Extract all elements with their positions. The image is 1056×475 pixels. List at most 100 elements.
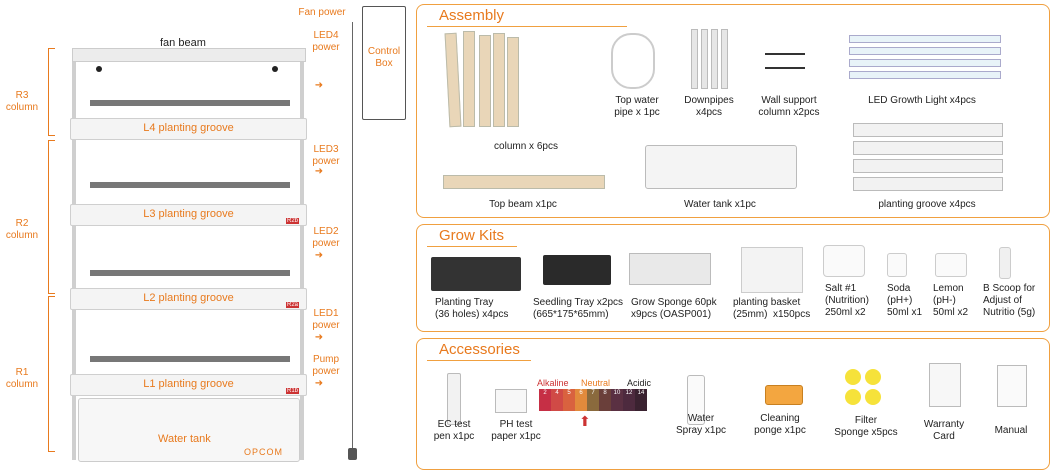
cleaning-caption: Cleaning ponge x1pc — [754, 413, 806, 436]
ph-swatch: 8 — [599, 389, 611, 411]
r1-column-label: R1 column — [5, 367, 39, 390]
rack-post-left — [72, 50, 76, 460]
power-plug-icon — [348, 448, 357, 460]
grow-kits-title-rule — [427, 246, 517, 247]
water-tank — [78, 398, 300, 462]
downpipes-caption: Downpipes x4pcs — [684, 95, 734, 118]
planting-groove-l1: L1 planting groove — [70, 374, 307, 396]
top-beam-image — [443, 175, 605, 189]
r2-bracket — [48, 140, 55, 294]
fan-beam — [72, 48, 306, 62]
filter-caption: Filter Sponge x5pcs — [834, 415, 898, 438]
groove-tag-l1: R1b — [286, 388, 300, 394]
led-bar-l2 — [90, 270, 290, 276]
ph-swatch: 2 — [539, 389, 551, 411]
ec-test-caption: EC test pen x1pc — [433, 419, 475, 442]
led-bar-l1 — [90, 356, 290, 362]
control-box-label: Control Box — [367, 46, 401, 69]
assembly-title-rule — [427, 26, 627, 27]
soda-caption: Soda (pH+) 50ml x1 — [887, 283, 923, 318]
power-cable — [352, 22, 353, 452]
r3-bracket — [48, 48, 55, 136]
led-light-image — [849, 35, 1001, 79]
planting-groove-caption: planting groove x4pcs — [878, 199, 976, 210]
pump-power-label: Pump power — [312, 354, 340, 377]
planting-groove-l3: L3 planting groove — [70, 204, 307, 226]
seedling-tray-image — [543, 255, 611, 285]
r1-bracket — [48, 296, 55, 452]
manual-caption: Manual — [994, 425, 1028, 436]
r2-column-label: R2 column — [5, 218, 39, 241]
arrow-right-icon: ➜ — [314, 166, 324, 177]
planting-groove-l3-label: L3 planting groove — [143, 208, 234, 220]
led-bar-l4 — [90, 100, 290, 106]
planting-tray-image — [431, 257, 521, 291]
brand-logo: OPCOM — [244, 447, 284, 457]
warranty-card-image — [929, 363, 961, 407]
arrow-up-icon: ⬆ — [579, 413, 591, 429]
planting-groove-l2-label: L2 planting groove — [143, 292, 234, 304]
arrow-right-icon: ➜ — [314, 250, 324, 261]
control-box — [362, 6, 406, 120]
groove-tag-l3: R2b — [286, 218, 300, 224]
led4-power-label: LED4 power — [312, 30, 340, 53]
column-image — [443, 29, 523, 129]
planting-basket-caption: planting basket (25mm) x150pcs — [733, 297, 811, 320]
arrow-right-icon: ➜ — [314, 378, 324, 389]
arrow-right-icon: ➜ — [314, 332, 324, 343]
planting-basket-image — [741, 247, 803, 293]
salt-bottle-image — [823, 245, 865, 277]
top-water-pipe-caption: Top water pipe x 1pc — [614, 95, 660, 118]
arrow-right-icon: ➜ — [314, 80, 324, 91]
planting-tray-caption: Planting Tray (36 holes) x4pcs — [435, 297, 509, 320]
water-spray-caption: Water Spray x1pc — [675, 413, 727, 436]
led-bar-l3 — [90, 182, 290, 188]
top-beam-caption: Top beam x1pc — [489, 199, 557, 210]
salt-caption: Salt #1 (Nutrition) 250ml x2 — [825, 283, 869, 318]
alkaline-label: Alkaline — [537, 378, 569, 388]
lemon-caption: Lemon (pH-) 50ml x2 — [933, 283, 969, 318]
fan-power-label: Fan power — [298, 7, 346, 18]
ph-paper-image — [495, 389, 527, 413]
soda-bottle-image — [887, 253, 907, 277]
planting-groove-l4: L4 planting groove — [70, 118, 307, 140]
water-tank-caption: Water tank x1pc — [684, 199, 756, 210]
water-tank-label: Water tank — [158, 433, 211, 445]
ph-swatch: 14 — [635, 389, 647, 411]
accessories-title-rule — [427, 360, 531, 361]
spray-bottle-image — [687, 375, 705, 425]
warranty-caption: Warranty Card — [923, 419, 965, 442]
grow-sponge-image — [629, 253, 711, 285]
cleaning-sponge-image — [765, 385, 803, 405]
filter-sponge-image — [845, 369, 885, 409]
hook-icon — [272, 66, 278, 72]
planting-groove-l4-label: L4 planting groove — [143, 122, 234, 134]
downpipes-image — [689, 29, 729, 89]
ph-swatch: 12 — [623, 389, 635, 411]
column-caption: column x 6pcs — [494, 141, 558, 152]
grow-sponge-caption: Grow Sponge 60pk x9pcs (OASP001) — [631, 297, 717, 320]
ph-paper-caption: PH test paper x1pc — [491, 419, 541, 442]
grow-kits-panel: Grow Kits Planting Tray (36 holes) x4pcs… — [416, 224, 1050, 332]
lemon-bottle-image — [935, 253, 967, 277]
ph-swatch: 5 — [563, 389, 575, 411]
grow-kits-title: Grow Kits — [439, 227, 505, 244]
ph-swatch: 4 — [551, 389, 563, 411]
ph-swatch: 10 — [611, 389, 623, 411]
r3-column-label: R3 column — [5, 90, 39, 113]
scoop-image — [999, 247, 1011, 279]
led3-power-label: LED3 power — [312, 144, 340, 167]
accessories-panel: Accessories EC test pen x1pc PH test pap… — [416, 338, 1050, 470]
planting-groove-image — [853, 123, 1003, 191]
fan-beam-label: fan beam — [160, 37, 206, 49]
assembly-panel: Assembly column x 6pcs Top water pipe x … — [416, 4, 1050, 218]
water-tank-image — [645, 145, 797, 189]
acidic-label: Acidic — [627, 378, 652, 388]
planting-groove-l1-label: L1 planting groove — [143, 378, 234, 390]
scoop-caption: B Scoop for Adjust of Nutritio (5g) — [983, 283, 1036, 318]
led1-power-label: LED1 power — [312, 308, 340, 331]
wall-support-image — [765, 51, 811, 77]
hook-icon — [96, 66, 102, 72]
